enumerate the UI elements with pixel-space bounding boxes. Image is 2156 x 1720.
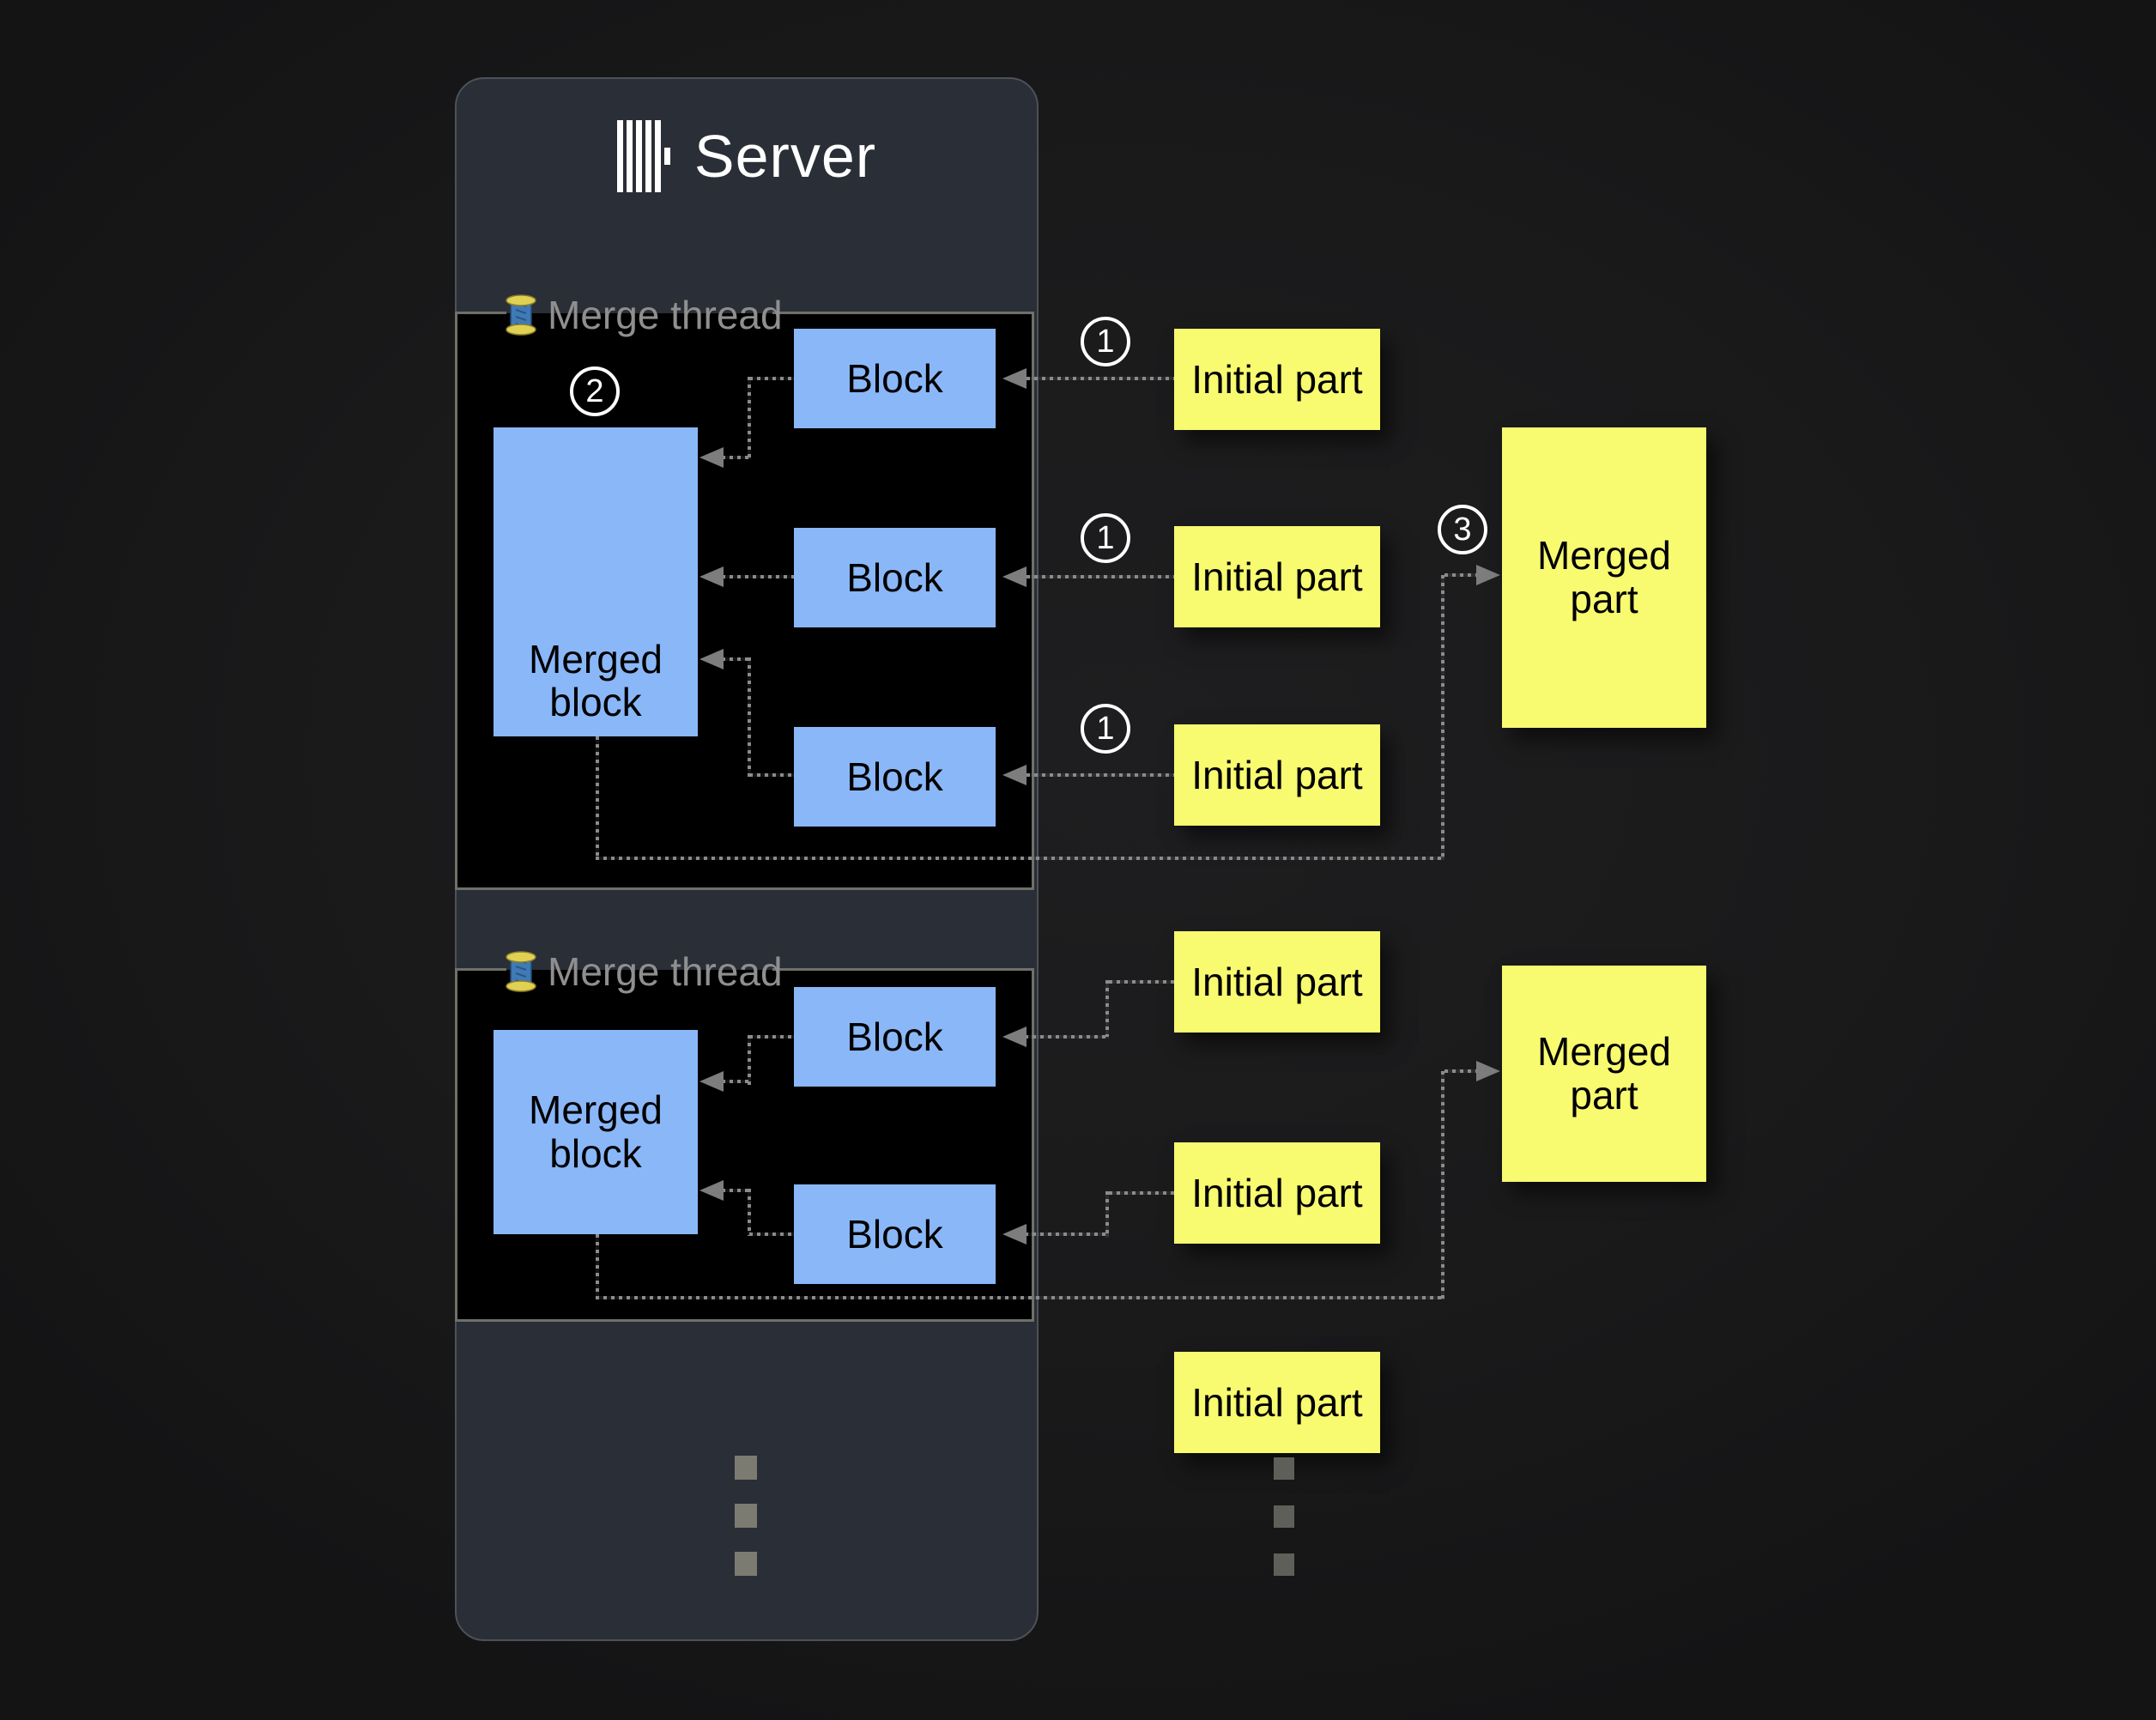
connector-line <box>722 1189 749 1192</box>
ellipsis-dot <box>735 1552 757 1576</box>
connector-line <box>1027 377 1174 380</box>
merged-part-2: Merged part <box>1502 966 1706 1182</box>
block-1-1: Block <box>794 329 996 428</box>
step-badge-1a: 1 <box>1081 317 1130 366</box>
arrowhead-icon <box>1002 368 1027 389</box>
block-2-1: Block <box>794 987 996 1087</box>
connector-line <box>748 657 751 777</box>
server-title: Server <box>693 123 877 190</box>
arrowhead-icon <box>1476 1061 1500 1081</box>
arrowhead-icon <box>1002 1027 1027 1047</box>
arrowhead-icon <box>1002 566 1027 587</box>
connector-line <box>1025 1232 1109 1236</box>
connector-line <box>1027 575 1174 578</box>
connector-line <box>748 377 751 459</box>
step-badge-3: 3 <box>1438 505 1487 554</box>
merge-thread-label-text: Merge thread <box>548 949 783 994</box>
connector-line <box>748 1189 751 1236</box>
connector-line <box>1025 1035 1109 1039</box>
merged-part-1: Merged part <box>1502 427 1706 728</box>
ellipsis-dot <box>1274 1505 1294 1528</box>
ellipsis-dot <box>735 1456 757 1480</box>
step-badge-2: 2 <box>570 366 620 416</box>
arrowhead-icon <box>699 566 724 587</box>
initial-part-1-3: Initial part <box>1174 724 1380 826</box>
connector-line <box>1105 1191 1109 1238</box>
block-1-3: Block <box>794 727 996 827</box>
initial-part-2-1: Initial part <box>1174 931 1380 1033</box>
merged-block-1: Merged block <box>494 427 698 736</box>
connector-line <box>1027 773 1174 777</box>
arrowhead-icon <box>699 1180 724 1201</box>
connector-line <box>1441 575 1444 858</box>
connector-line <box>1444 1069 1478 1073</box>
connector-line <box>722 1080 749 1083</box>
initial-part-1-1: Initial part <box>1174 329 1380 430</box>
connector-line <box>1441 1071 1444 1299</box>
connector-line <box>1109 980 1174 984</box>
connector-line <box>596 857 1444 860</box>
initial-part-2-2: Initial part <box>1174 1142 1380 1244</box>
arrowhead-icon <box>699 447 724 468</box>
arrowhead-icon <box>699 1071 724 1092</box>
connector-line <box>596 736 599 858</box>
connector-line <box>749 377 794 380</box>
merged-block-2: Merged block <box>494 1030 698 1234</box>
merge-thread-label-2: Merge thread <box>505 948 783 995</box>
block-2-2: Block <box>794 1184 996 1284</box>
step-badge-1c: 1 <box>1081 704 1130 754</box>
ellipsis-dot <box>1274 1457 1294 1480</box>
connector-line <box>596 1296 1444 1299</box>
connector-line <box>749 773 794 777</box>
connector-line <box>722 456 749 459</box>
arrowhead-icon <box>699 649 724 669</box>
connector-line <box>1105 980 1109 1037</box>
thread-spool-icon <box>505 294 537 336</box>
connector-line <box>722 657 749 661</box>
initial-part-2-3: Initial part <box>1174 1352 1380 1453</box>
block-1-2: Block <box>794 528 996 627</box>
server-title-row: Server <box>455 115 1039 197</box>
ellipsis-dot <box>1274 1553 1294 1576</box>
merge-thread-label-text: Merge thread <box>548 293 783 337</box>
connector-line <box>596 1234 599 1299</box>
connector-line <box>749 1035 794 1039</box>
server-logo-icon <box>616 120 670 192</box>
arrowhead-icon <box>1476 565 1500 585</box>
arrowhead-icon <box>1002 1224 1027 1245</box>
connector-line <box>722 575 794 578</box>
ellipsis-dot <box>735 1504 757 1528</box>
initial-part-1-2: Initial part <box>1174 526 1380 627</box>
merge-thread-label-1: Merge thread <box>505 292 783 338</box>
step-badge-1b: 1 <box>1081 513 1130 563</box>
connector-line <box>748 1035 751 1085</box>
connector-line <box>749 1232 794 1236</box>
connector-line <box>1109 1191 1174 1195</box>
connector-line <box>1444 573 1478 577</box>
arrowhead-icon <box>1002 765 1027 785</box>
thread-spool-icon <box>505 951 537 992</box>
